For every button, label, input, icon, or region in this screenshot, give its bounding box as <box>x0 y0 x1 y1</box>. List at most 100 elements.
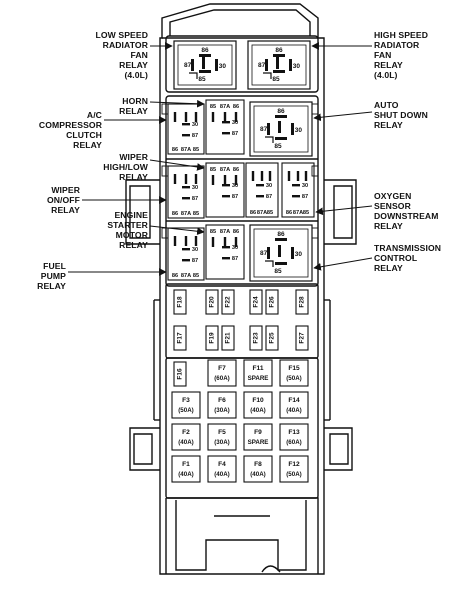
pin-86-label: 86 <box>275 47 283 54</box>
fuse-label: F13 <box>288 429 300 436</box>
fuse-label: F18 <box>177 296 184 308</box>
terminal-86 <box>199 54 211 57</box>
fuse-rating: (40A) <box>178 439 193 446</box>
terminal-30 <box>182 123 190 126</box>
pin-label: 87A <box>220 167 230 173</box>
terminal <box>234 175 238 185</box>
fuse-f3: F3(50A) <box>171 391 201 419</box>
terminal-87 <box>222 132 230 135</box>
fuse-f27: F27 <box>295 325 309 351</box>
fuse-f4: F4(40A) <box>207 455 237 483</box>
terminal <box>173 236 177 246</box>
fuse-f2: F2(40A) <box>171 423 201 451</box>
leader-wiper-hi-lo <box>149 159 205 171</box>
fuse-label: F20 <box>209 296 216 308</box>
pin-87-label: 87 <box>258 62 266 69</box>
pin-87-label: 87 <box>260 126 268 133</box>
terminal-30 <box>291 247 294 259</box>
fuse-f19: F19 <box>205 325 219 351</box>
terminal <box>223 112 227 122</box>
pin-85-label: 85 <box>272 76 280 83</box>
terminal <box>184 174 188 184</box>
fuse-rating: (40A) <box>178 471 193 478</box>
pin-87-label: 87 <box>192 133 198 139</box>
fuse-f13: F13(60A) <box>279 423 309 451</box>
fuse-rating: (30A) <box>214 407 229 414</box>
terminal-87 <box>182 259 190 262</box>
pin-30-label: 30 <box>302 183 308 189</box>
pin-label: 87A <box>293 210 303 216</box>
leader-lines <box>68 42 373 276</box>
pin-86-label: 86 <box>201 47 209 54</box>
pin-label: 85 <box>193 147 199 153</box>
terminal <box>194 112 198 122</box>
terminal <box>268 171 272 181</box>
fuse-f5: F5(30A) <box>207 423 237 451</box>
fuse-label: F23 <box>253 332 260 344</box>
terminal-30 <box>256 184 264 187</box>
terminal <box>194 174 198 184</box>
leader-starter <box>149 225 205 236</box>
terminal-86 <box>275 115 287 118</box>
fuse-label: F10 <box>252 397 264 404</box>
pin-label: 85 <box>303 210 309 216</box>
terminal <box>234 112 238 122</box>
terminal-30 <box>215 59 218 71</box>
socket-tab <box>311 227 319 239</box>
terminal <box>287 171 291 181</box>
terminal-87 <box>256 195 264 198</box>
pin-30-label: 30 <box>266 183 272 189</box>
pin-87-label: 87 <box>302 194 308 200</box>
terminal-30 <box>222 121 230 124</box>
pin-87-label: 87 <box>184 62 192 69</box>
terminal-30 <box>289 59 292 71</box>
terminal-87 <box>182 134 190 137</box>
callout-wiper-on-off-relay: WIPER ON/OFF RELAY <box>46 185 80 215</box>
pin-label: 87A <box>181 273 191 279</box>
terminal <box>173 112 177 122</box>
pin-87-label: 87 <box>232 194 238 200</box>
fuse-label: F12 <box>288 461 300 468</box>
terminal <box>223 175 227 185</box>
pin-label: 86 <box>172 147 178 153</box>
pin-label: 87A <box>220 104 230 110</box>
pin-85-label: 85 <box>274 268 282 275</box>
pin-label: 87A <box>220 229 230 235</box>
fuse-f25: F25 <box>265 325 279 351</box>
terminal-87a <box>278 245 281 257</box>
pin-label: 86 <box>233 167 239 173</box>
fuse-rating: (40A) <box>214 471 229 478</box>
fuse-rating: (40A) <box>250 407 265 414</box>
pin-label: 86 <box>250 210 256 216</box>
pin-label: 85 <box>210 104 216 110</box>
fuse-rating: (40A) <box>250 471 265 478</box>
fuse-label: F21 <box>225 332 232 344</box>
leader-trans <box>313 257 373 271</box>
fuse-label: F28 <box>299 296 306 308</box>
leader-o2-heater <box>315 205 373 216</box>
fuse-rating: SPARE <box>248 375 269 382</box>
terminal <box>173 174 177 184</box>
pin-87-label: 87 <box>192 258 198 264</box>
callout-starter-relay: ENGINE STARTER MOTOR RELAY <box>107 210 148 250</box>
terminal <box>211 237 215 247</box>
terminal-87a <box>202 57 205 69</box>
fuse-label: F19 <box>209 332 216 344</box>
fuse-label: F16 <box>177 368 184 380</box>
pin-86-label: 86 <box>277 108 285 115</box>
fuse-f14: F14(40A) <box>279 391 309 419</box>
pin-label: 85 <box>193 273 199 279</box>
pin-87-label: 87 <box>266 194 272 200</box>
pin-label: 87A <box>257 210 267 216</box>
pin-label: 87A <box>181 147 191 153</box>
terminal-87 <box>292 195 300 198</box>
